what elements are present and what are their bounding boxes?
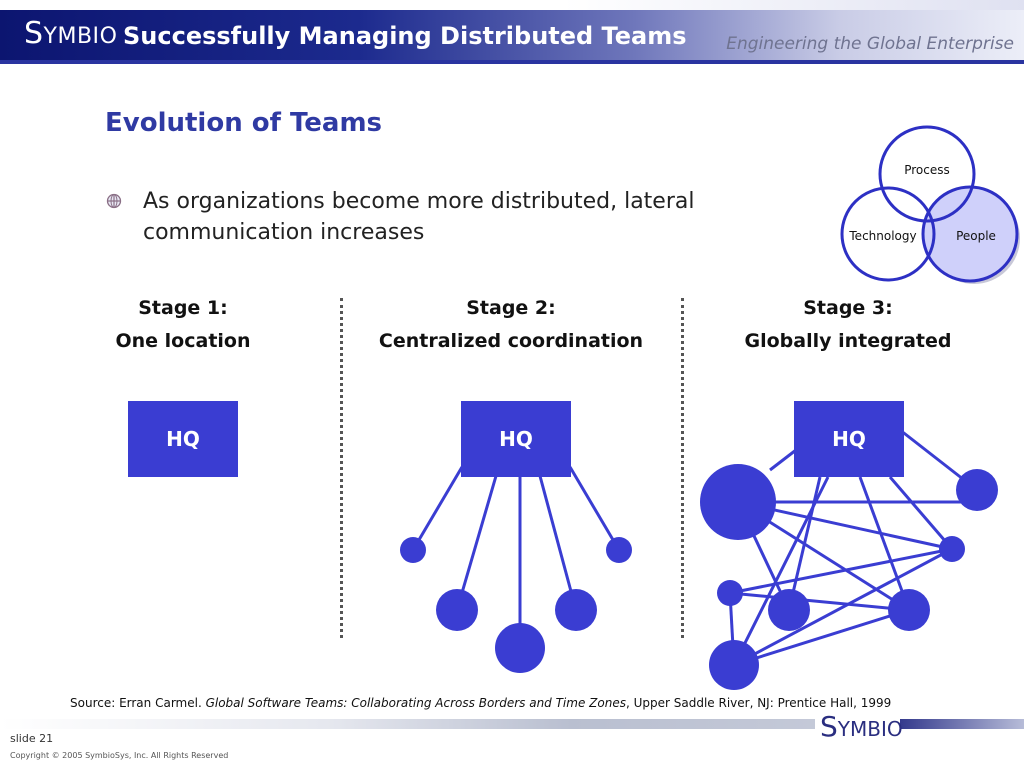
source-prefix: Source: Erran Carmel.	[70, 696, 206, 710]
stage3-team-node	[939, 536, 965, 562]
logo-letter-s: S	[24, 16, 44, 51]
symbio-logo: SYMBIO	[24, 16, 117, 51]
stage3-team-node	[717, 580, 743, 606]
footer-logo-text: YMBI	[837, 717, 887, 741]
stage-1-title: Stage 1: One location	[33, 292, 333, 358]
source-book-title: Global Software Teams: Collaborating Acr…	[205, 696, 626, 710]
source-suffix: , Upper Saddle River, NJ: Prentice Hall,…	[625, 696, 892, 710]
stage3-link	[858, 476, 911, 611]
stage3-team-node	[888, 589, 930, 631]
footer-rule-right	[900, 719, 1024, 729]
stage-divider-1	[340, 298, 343, 638]
slide-number: slide 21	[10, 732, 54, 745]
stage3-link	[733, 608, 910, 667]
stage3-link	[729, 591, 910, 612]
stage-1-subtitle: One location	[115, 330, 251, 352]
stage3-link	[729, 547, 953, 595]
stage2-spoke	[455, 475, 498, 611]
globe-bullet-icon	[106, 193, 122, 213]
stage2-spoke	[568, 466, 621, 551]
header-top-fade	[0, 0, 1024, 10]
header-title: Successfully Managing Distributed Teams	[123, 22, 687, 50]
stage2-team-node	[436, 589, 478, 631]
copyright-notice: Copyright © 2005 SymbioSys, Inc. All Rig…	[10, 751, 229, 760]
stage3-team-node	[956, 469, 998, 511]
header-tagline: Engineering the Global Enterprise	[726, 34, 1014, 54]
stage-2-subtitle: Centralized coordination	[378, 330, 644, 352]
slide-header: SYMBIO Successfully Managing Distributed…	[0, 0, 1024, 64]
stage2-spoke	[411, 466, 464, 551]
header-stripe	[0, 60, 1024, 64]
stage3-hq-box: HQ	[794, 401, 904, 477]
stage3-link	[888, 476, 954, 550]
section-title: Evolution of Teams	[105, 108, 383, 138]
stage1-hq-box: HQ	[128, 401, 238, 477]
stage2-team-node	[495, 623, 545, 673]
stage-3-subtitle: Globally integrated	[744, 330, 952, 352]
stage-2-title: Stage 2: Centralized coordination	[361, 292, 661, 358]
footer-logo-letter-s: S	[820, 710, 838, 743]
stage-3-title: Stage 3: Globally integrated	[698, 292, 998, 358]
stage-3-label: Stage 3:	[803, 297, 893, 319]
stage2-spoke	[538, 475, 578, 611]
stage-2-label: Stage 2:	[466, 297, 556, 319]
stage-divider-2	[681, 298, 684, 638]
stage2-team-node	[606, 537, 632, 563]
stage3-link	[769, 448, 797, 472]
stage-1-label: Stage 1:	[138, 297, 228, 319]
stage2-hq-box: HQ	[461, 401, 571, 477]
stage3-team-node	[709, 640, 759, 690]
footer-logo-swirl-o: O	[886, 717, 903, 741]
stage3-team-node	[700, 464, 776, 540]
stage3-team-node	[768, 589, 810, 631]
logo-text: YMBI	[43, 24, 100, 49]
logo-swirl-o: O	[99, 24, 118, 49]
stage2-team-node	[555, 589, 597, 631]
source-citation: Source: Erran Carmel. Global Software Te…	[70, 696, 891, 710]
stage3-link	[733, 547, 953, 667]
bullet-text: As organizations become more distributed…	[143, 189, 695, 245]
footer-rule	[0, 719, 815, 729]
stage2-team-node	[400, 537, 426, 563]
footer-symbio-logo: SYMBIO	[820, 710, 903, 743]
header-band	[0, 10, 1024, 60]
